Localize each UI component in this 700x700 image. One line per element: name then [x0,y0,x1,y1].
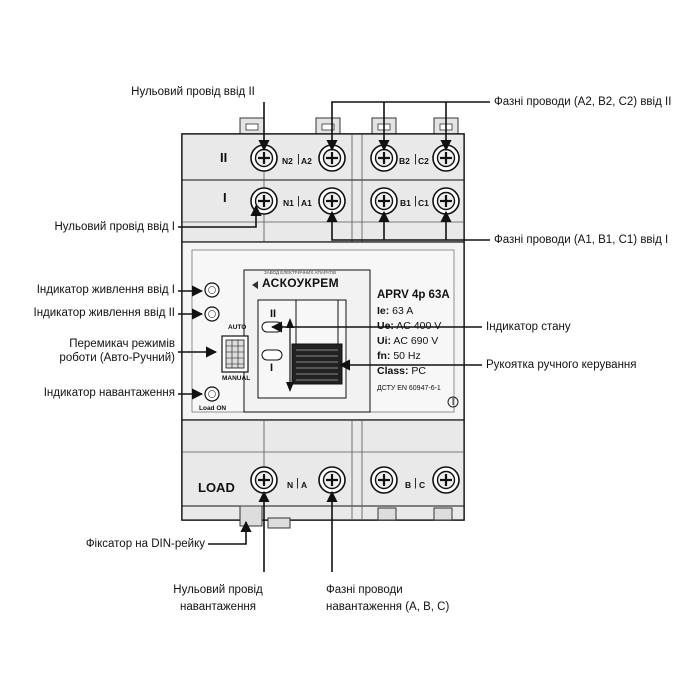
terminal-screws [250,144,460,494]
annotation-power-indicator-1: Індикатор живлення ввід I [36,284,175,296]
terminal-label-a2: A2 [301,156,312,166]
terminal-label-a: A [301,480,308,490]
annotation-load-neutral: Нульовий провід навантаження [173,584,263,613]
model-label: APRV 4p 63A [377,289,450,301]
logo-tagline: ЗАВОД ЕЛЕКТРИЧНИХ АПАРАТІВ [264,270,337,275]
annotation-load-phases: Фазні проводи навантаження (A, B, C) [326,584,450,613]
logo-name: АСКОУКРЕМ [262,276,339,290]
spec-ue: Ue: AC 400 V [377,320,442,332]
annotation-mode-switch: Перемикач режимів роботи (Авто-Ручний) [59,338,175,364]
terminal-label-n1: N1 [283,198,294,208]
load-label: LOAD [198,480,235,495]
terminal-screw-c [432,466,460,494]
row2-mark: II [220,150,228,165]
annotation-power-indicator-2: Індикатор живлення ввід II [33,307,176,319]
annotation-phase-input-1: Фазні проводи (A1, B1, C1) ввід I [494,234,669,246]
annotation-manual-handle: Рукоятка ручного керування [486,359,637,371]
load-on-label: Load ON [199,405,227,412]
manual-label: MANUAL [222,375,251,382]
spec-ui: Ui: AC 690 V [377,335,439,347]
annotation-phase-input-2: Фазні проводи (A2, B2, C2) ввід II [494,96,672,108]
terminal-label-c: C [419,480,426,490]
spec-fn: fn: 50 Hz [377,350,421,362]
spec-class: Class: PC [377,365,427,377]
auto-label: AUTO [228,324,247,331]
row1-mark: I [223,190,227,205]
handle-position-1: I [270,362,274,374]
terminal-screw-a1 [318,187,346,215]
terminal-screw-n1 [250,187,278,215]
terminal-label-n2: N2 [282,156,293,166]
terminal-screw-c1 [432,187,460,215]
terminal-screw-n2 [250,144,278,172]
state-indicator-window-2 [261,349,283,361]
terminal-label-c1: C1 [418,198,429,208]
manual-handle [291,343,343,385]
terminal-screw-b [370,466,398,494]
annotation-state-indicator: Індикатор стану [486,321,571,333]
spec-standard: ДСТУ EN 60947-6-1 [377,385,441,392]
terminal-label-c2: C2 [418,156,429,166]
terminal-label-a1: A1 [301,198,312,208]
terminal-screw-a [318,466,346,494]
annotation-din-latch: Фіксатор на DIN-рейку [85,538,205,550]
annotation-neutral-input-2: Нульовий провід ввід II [131,86,255,98]
handle-position-2: II [270,308,277,320]
terminal-label-b2: B2 [399,156,410,166]
terminal-label-b: B [405,480,412,490]
terminal-screw-b1 [370,187,398,215]
terminal-screw-b2 [370,144,398,172]
spec-ie: Ie: 63 A [377,305,414,317]
terminal-label-n: N [287,480,294,490]
annotation-neutral-input-1: Нульовий провід ввід I [54,221,175,233]
terminal-screw-n [250,466,278,494]
annotation-load-indicator: Індикатор навантаження [43,387,175,399]
terminal-label-b1: B1 [400,198,411,208]
